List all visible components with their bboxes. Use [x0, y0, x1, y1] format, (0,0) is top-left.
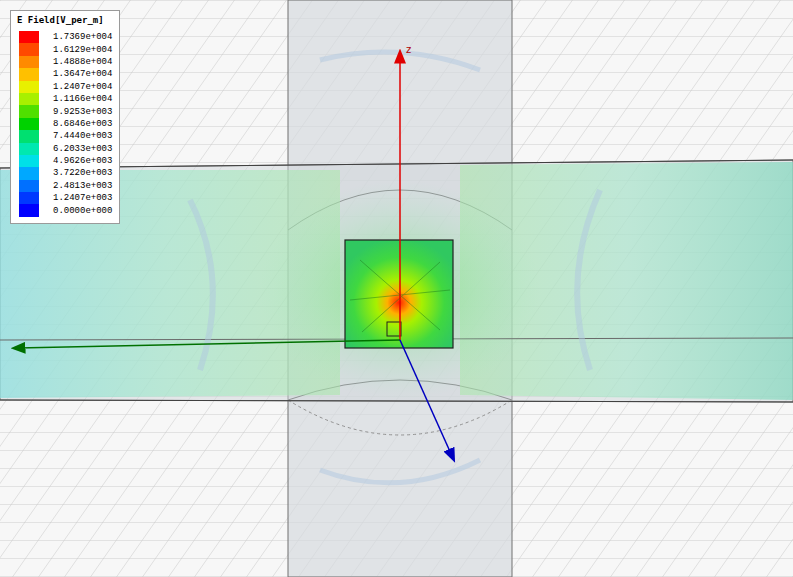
legend-value: 9.9253e+003	[53, 107, 112, 117]
legend-swatch	[19, 43, 39, 55]
legend-swatch	[19, 167, 39, 179]
color-legend: E Field[V_per_m]1.7369e+004 1.6129e+004 1.…	[10, 10, 120, 224]
legend-value: 1.1166e+004	[53, 94, 112, 104]
legend-row: 9.9253e+003	[11, 105, 119, 117]
legend-value: 4.9626e+003	[53, 156, 112, 166]
legend-value: 0.0000e+000	[53, 206, 112, 216]
legend-swatch	[19, 93, 39, 105]
legend-swatch	[19, 105, 39, 117]
legend-swatch	[19, 192, 39, 204]
legend-row: 6.2033e+003	[11, 143, 119, 155]
legend-value: 8.6846e+003	[53, 119, 112, 129]
legend-row: 7.4440e+003	[11, 130, 119, 142]
legend-swatch	[19, 56, 39, 68]
legend-row: 0.0000e+000	[11, 204, 119, 216]
legend-row: 1.1166e+004	[11, 93, 119, 105]
legend-title: E Field[V_per_m]	[11, 15, 119, 31]
legend-row: 1.2407e+004	[11, 81, 119, 93]
legend-value: 1.2407e+003	[53, 193, 112, 203]
legend-value: 2.4813e+003	[53, 181, 112, 191]
legend-swatch	[19, 180, 39, 192]
legend-swatch	[19, 130, 39, 142]
legend-row: 3.7220e+003	[11, 167, 119, 179]
legend-row: 1.7369e+004	[11, 31, 119, 43]
legend-row: 1.6129e+004	[11, 43, 119, 55]
legend-swatch	[19, 118, 39, 130]
legend-value: 1.7369e+004	[53, 32, 112, 42]
legend-value: 1.3647e+004	[53, 69, 112, 79]
legend-value: 1.6129e+004	[53, 45, 112, 55]
legend-row: 1.2407e+003	[11, 192, 119, 204]
legend-row: 2.4813e+003	[11, 180, 119, 192]
legend-swatch	[19, 155, 39, 167]
legend-row: 1.4888e+004	[11, 56, 119, 68]
legend-row: 1.3647e+004	[11, 68, 119, 80]
legend-swatch	[19, 143, 39, 155]
legend-value: 6.2033e+003	[53, 144, 112, 154]
legend-row: 8.6846e+003	[11, 118, 119, 130]
axis-label: z	[406, 44, 411, 55]
legend-value: 1.2407e+004	[53, 82, 112, 92]
legend-swatch	[19, 204, 39, 216]
legend-swatch	[19, 81, 39, 93]
legend-swatch	[19, 31, 39, 43]
legend-value: 7.4440e+003	[53, 131, 112, 141]
legend-value: 1.4888e+004	[53, 57, 112, 67]
legend-swatch	[19, 68, 39, 80]
legend-value: 3.7220e+003	[53, 168, 112, 178]
legend-row: 4.9626e+003	[11, 155, 119, 167]
